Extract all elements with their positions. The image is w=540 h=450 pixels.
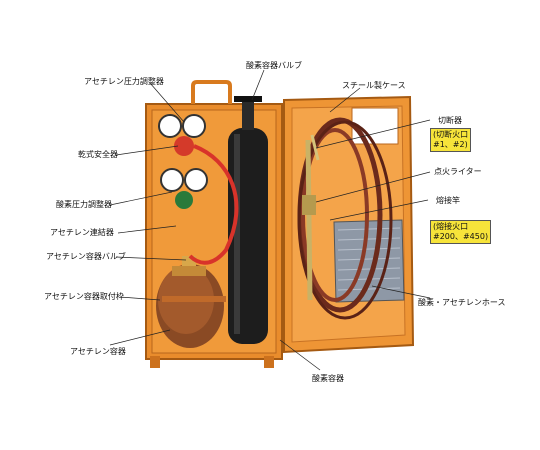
acetylene-cylinder [156,256,226,348]
label-dry-safety: 乾式安全器 [78,150,118,159]
label-acetylene-regulator: アセチレン圧力調整器 [84,77,164,86]
label-igniter: 点火ライター [434,167,482,176]
leader-lines [109,69,431,371]
label-oxygen-regulator: 酸素圧力調整器 [56,200,112,209]
label-torch: 熔接竿 [436,196,460,205]
acetylene-hose [188,144,239,265]
cutting-tips-title: (切断火口 [433,130,469,139]
welding-tips-title: (熔接火口 [433,222,469,231]
torch-rod [302,134,320,301]
label-acetylene-cylinder: アセチレン容器 [70,347,126,356]
label-acetylene-connector: アセチレン連結器 [50,228,114,237]
label-oxygen-valve: 酸素容器バルブ [246,61,302,70]
cutting-tips-callout: (切断火口 #1、#2) [430,128,472,152]
regulator-gauges [158,114,208,209]
label-acetylene-valve: アセチレン容器バルブ [46,252,126,261]
label-steel-case: スチール製ケース [342,81,406,90]
welding-tips-callout: (熔接火口 #200、#450) [430,220,492,244]
label-hose: 酸素・アセチレンホース [418,298,506,307]
welding-tips-values: #200、#450) [433,232,489,241]
oxygen-cylinder [228,96,268,344]
label-cutter: 切断器 [438,116,462,125]
label-oxygen-cylinder: 酸素容器 [312,374,344,383]
label-acetylene-holder: アセチレン容器取付枠 [44,292,124,301]
cutting-tips-values: #1、#2) [433,140,468,149]
